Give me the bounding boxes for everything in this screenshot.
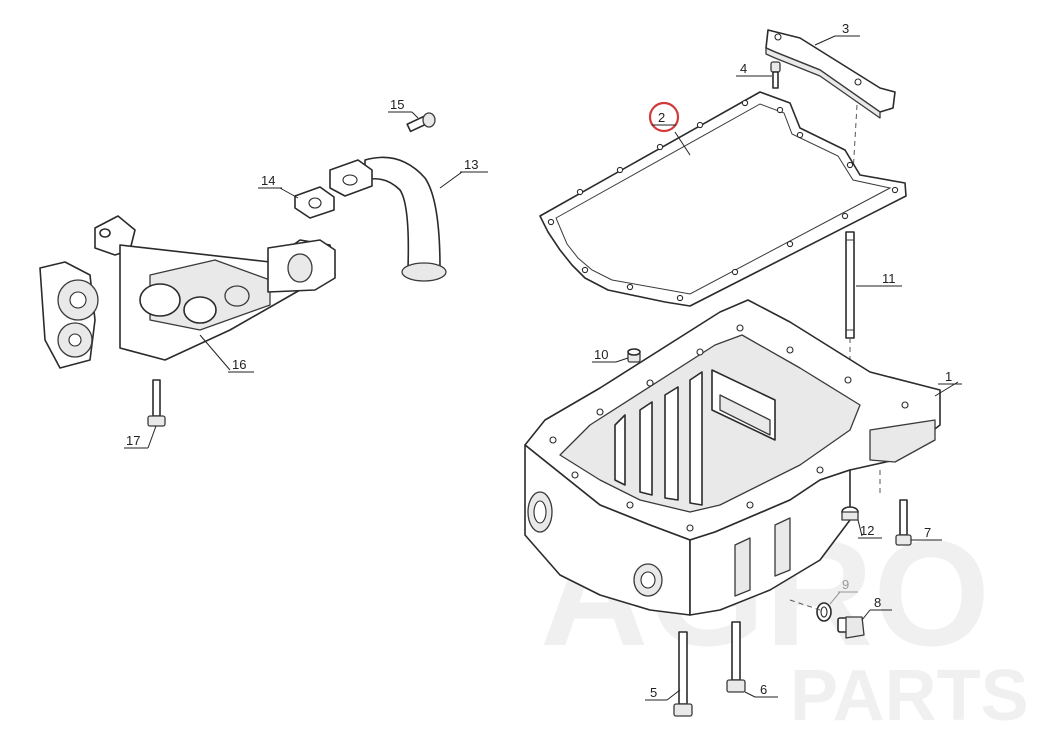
callout-3[interactable]: 3 [814, 21, 860, 46]
callout-15[interactable]: 15 [388, 97, 419, 119]
callout-15-label: 15 [390, 97, 404, 112]
part-14-gasket[interactable] [294, 186, 335, 219]
callout-7-label: 7 [924, 525, 931, 540]
callout-2-label: 2 [658, 110, 665, 125]
callout-13[interactable]: 13 [439, 157, 488, 189]
part-8-drain-plug[interactable] [837, 616, 865, 639]
callout-8-label: 8 [874, 595, 881, 610]
callout-6[interactable]: 6 [744, 682, 778, 698]
part-12-nut[interactable] [841, 506, 859, 521]
callout-8[interactable]: 8 [861, 595, 892, 621]
callout-17[interactable]: 17 [124, 425, 157, 449]
callout-4[interactable]: 4 [736, 61, 772, 77]
callout-10-label: 10 [594, 347, 608, 362]
part-5-bolt[interactable] [673, 631, 693, 717]
callout-6-label: 6 [760, 682, 767, 697]
callout-4-label: 4 [740, 61, 747, 76]
callout-12-label: 12 [860, 523, 874, 538]
part-9-washer[interactable] [816, 602, 832, 622]
callout-13-label: 13 [464, 157, 478, 172]
callout-12[interactable]: 12 [857, 519, 882, 539]
callout-14-label: 14 [261, 173, 275, 188]
part-11-stud[interactable] [845, 231, 855, 339]
callout-14[interactable]: 14 [258, 173, 299, 199]
part-6-bolt[interactable] [726, 621, 746, 693]
part-1-oil-pan[interactable] [524, 299, 941, 616]
part-10-plug[interactable] [627, 348, 641, 363]
part-7-bolt[interactable] [895, 499, 912, 546]
callout-17-label: 17 [126, 433, 140, 448]
highlight-ring-callout-2 [648, 101, 680, 133]
part-16-oil-pump[interactable] [39, 215, 336, 369]
part-3-bracket[interactable] [765, 29, 896, 119]
watermark-line2: PARTS [790, 656, 1029, 736]
callout-16[interactable]: 16 [199, 334, 254, 373]
callout-5-label: 5 [650, 685, 657, 700]
callout-7[interactable]: 7 [911, 525, 942, 541]
part-15-bolt[interactable] [406, 112, 436, 133]
callout-1[interactable]: 1 [934, 369, 962, 397]
callout-11-label: 11 [882, 271, 896, 286]
callout-9[interactable]: 9 [829, 577, 858, 605]
callout-11[interactable]: 11 [856, 271, 902, 287]
callout-1-label: 1 [945, 369, 952, 384]
part-13-suction-pipe[interactable] [329, 156, 447, 282]
part-4-bolt[interactable] [770, 61, 781, 89]
callout-2[interactable]: 2 [652, 110, 691, 156]
part-2-gasket[interactable] [539, 91, 907, 307]
callout-3-label: 3 [842, 21, 849, 36]
callout-5[interactable]: 5 [645, 685, 681, 701]
part-17-bolt[interactable] [147, 379, 166, 427]
callout-9-label: 9 [842, 577, 849, 592]
callout-16-label: 16 [232, 357, 246, 372]
callout-10[interactable]: 10 [592, 347, 629, 363]
